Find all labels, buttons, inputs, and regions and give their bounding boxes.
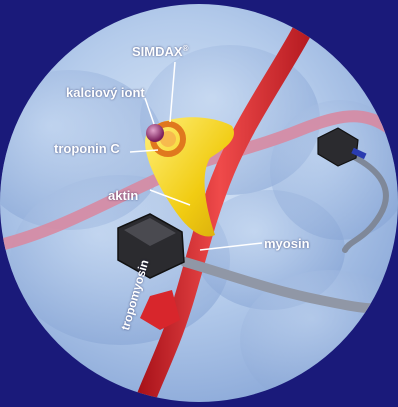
troponin-c-label: troponin C xyxy=(54,141,120,156)
calcium-ion-label: kalciový iont xyxy=(66,85,145,100)
calcium-ion xyxy=(146,124,164,142)
simdax-label: SIMDAX® xyxy=(132,44,188,59)
aktin-label: aktin xyxy=(108,188,138,203)
myosin-label: myosin xyxy=(264,236,310,251)
